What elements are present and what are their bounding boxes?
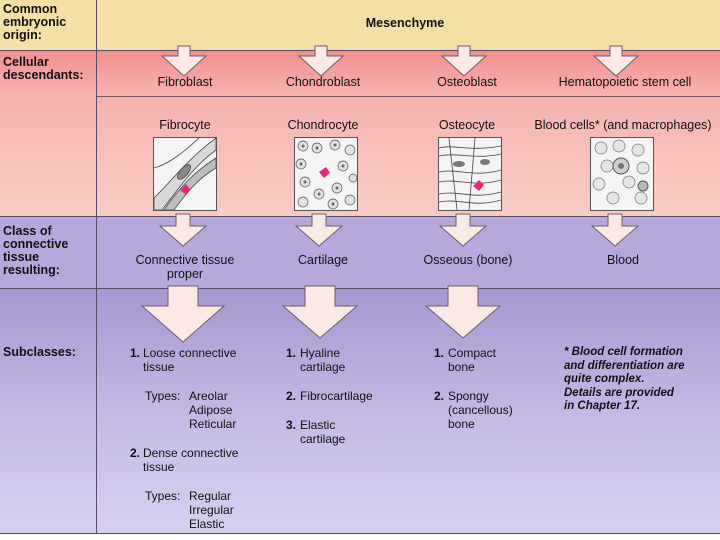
column-divider	[96, 0, 97, 534]
col-blast-osteoblast: Osteoblast	[437, 75, 497, 89]
col-mature-chondrocyte: Chondrocyte	[287, 118, 359, 132]
arrow-down	[158, 213, 208, 247]
ctp-types-2: Regular Irregular Elastic	[189, 489, 234, 531]
divider	[0, 216, 720, 217]
bone-item-2-number: 2.	[434, 389, 445, 403]
cartilage-item-1: Hyaline cartilage	[300, 346, 346, 374]
arrow-down	[438, 213, 488, 247]
divider	[0, 533, 720, 534]
arrow-down	[294, 213, 344, 247]
pink-marker	[473, 180, 484, 191]
row-label-class: Class of connective tissue resulting:	[3, 224, 69, 277]
col-mature-osteocyte: Osteocyte	[438, 118, 496, 132]
row-label-cellular: Cellular descendants:	[3, 55, 84, 82]
divider	[0, 288, 720, 289]
fibrocyte-illustration	[153, 137, 217, 211]
ctp-item-2: Dense connective tissue	[143, 446, 239, 474]
blood-footnote: * Blood cell formation and differentiati…	[564, 346, 685, 412]
ctp-item-1-number: 1.	[130, 346, 141, 360]
class-cartilage: Cartilage	[297, 253, 349, 267]
cartilage-item-2: Fibrocartilage	[300, 389, 373, 403]
col-mature-blood-cells: Blood cells* (and macrophages)	[534, 118, 712, 132]
class-blood: Blood	[607, 253, 639, 267]
row-label-origin: Common embryonic origin:	[3, 2, 67, 42]
arrow-down	[440, 45, 488, 77]
class-connective-tissue-proper: Connective tissue proper	[135, 253, 235, 281]
arrow-down	[140, 285, 226, 343]
divider	[96, 96, 720, 97]
pink-marker	[180, 184, 190, 195]
arrow-down	[592, 45, 640, 77]
origin-band	[0, 0, 720, 50]
bone-item-1: Compact bone	[448, 346, 497, 374]
ctp-types-1: Areolar Adipose Reticular	[189, 389, 237, 431]
row-label-subclasses: Subclasses:	[3, 345, 76, 359]
pink-marker	[319, 167, 330, 178]
col-blast-chondroblast: Chondroblast	[285, 75, 361, 89]
origin-value: Mesenchyme	[365, 16, 445, 30]
cartilage-item-3: Elastic cartilage	[300, 418, 346, 446]
col-blast-fibroblast: Fibroblast	[157, 75, 213, 89]
ctp-item-2-number: 2.	[130, 446, 141, 460]
col-blast-hematopoietic: Hematopoietic stem cell	[558, 75, 692, 89]
blood-cells-illustration	[590, 137, 654, 211]
ctp-types-2-label: Types:	[145, 489, 181, 503]
chondrocyte-illustration	[294, 137, 358, 211]
ctp-types-1-label: Types:	[145, 389, 181, 403]
cartilage-item-1-number: 1.	[286, 346, 297, 360]
ctp-item-1: Loose connective tissue	[143, 346, 237, 374]
arrow-down	[297, 45, 345, 77]
subclass-band	[0, 288, 720, 534]
cartilage-item-3-number: 3.	[286, 418, 297, 432]
arrow-down	[424, 285, 502, 339]
col-mature-fibrocyte: Fibrocyte	[159, 118, 211, 132]
osteocyte-illustration	[438, 137, 502, 211]
arrow-down	[281, 285, 359, 339]
divider	[0, 50, 720, 51]
bone-item-1-number: 1.	[434, 346, 445, 360]
bone-item-2: Spongy (cancellous) bone	[448, 389, 513, 431]
class-osseous: Osseous (bone)	[423, 253, 513, 267]
arrow-down	[160, 45, 208, 77]
arrow-down	[590, 213, 640, 247]
cartilage-item-2-number: 2.	[286, 389, 297, 403]
